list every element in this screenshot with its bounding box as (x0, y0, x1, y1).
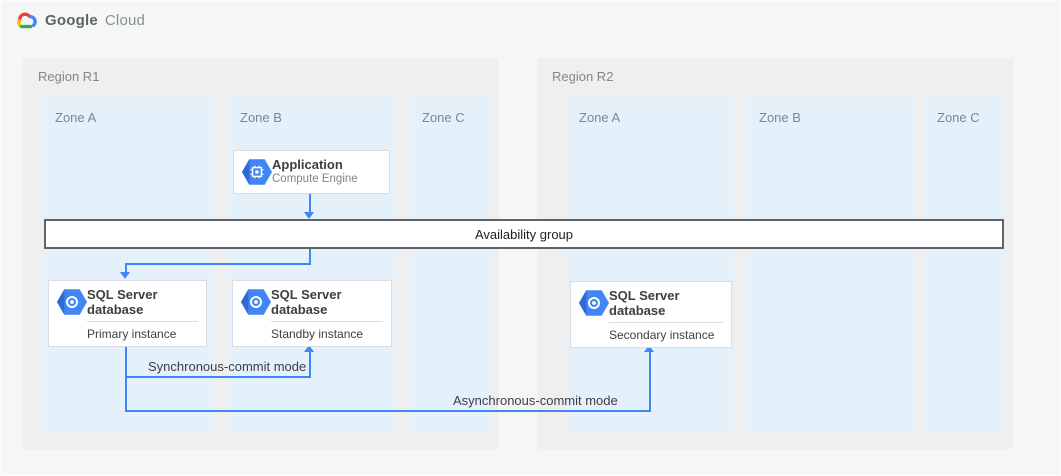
edge-async-commit (125, 410, 651, 412)
zone-label: Zone A (55, 110, 97, 125)
arrowhead-down-icon (120, 272, 130, 279)
edge-app-to-bar (309, 192, 311, 213)
sql-title-line1: SQL Server (271, 287, 342, 302)
sql-standby-node: SQL Server database Standby instance (232, 280, 392, 347)
application-title: Application (272, 157, 343, 172)
arrowhead-up-icon (644, 345, 654, 352)
edge-bar-to-primary (309, 247, 311, 264)
standby-instance-label: Standby instance (271, 327, 364, 341)
zone-label: Zone B (759, 110, 801, 125)
region-r1: Region R1 Zone A Zone B Zone C (23, 58, 499, 449)
edge-primary-out (125, 345, 127, 412)
application-subtitle: Compute Engine (272, 173, 358, 185)
logo-text-cloud: Cloud (104, 11, 146, 29)
sql-database-icon (241, 288, 271, 321)
zone-label: Zone B (240, 110, 282, 125)
edge-bar-to-primary (125, 263, 127, 273)
region-r2-label: Region R2 (552, 69, 614, 84)
compute-engine-icon (242, 158, 272, 191)
edge-async-commit (649, 352, 651, 412)
region-r1-label: Region R1 (38, 69, 100, 84)
region-r1-zone-c: Zone C (410, 97, 490, 434)
google-cloud-logo-icon (14, 10, 38, 30)
region-r1-zone-b: Zone B (228, 97, 395, 434)
sql-database-icon (579, 289, 609, 322)
sql-title-line1: SQL Server (87, 287, 158, 302)
application-node: Application Compute Engine (233, 150, 390, 194)
card-divider (87, 321, 198, 322)
region-r2-zone-c: Zone C (925, 97, 1003, 434)
region-r2-zone-b: Zone B (747, 97, 915, 434)
sync-commit-label: Synchronous-commit mode (148, 359, 307, 374)
sql-secondary-node: SQL Server database Secondary instance (570, 281, 732, 348)
zone-label: Zone A (579, 110, 621, 125)
sql-title-line2: database (87, 302, 144, 317)
edge-sync-commit (309, 352, 311, 378)
availability-group-label: Availability group (474, 226, 574, 242)
availability-group-bar: Availability group (44, 219, 1004, 249)
sql-database-icon (57, 288, 87, 321)
card-divider (271, 321, 383, 322)
sql-primary-node: SQL Server database Primary instance (48, 280, 207, 347)
logo-text-google: Google (45, 11, 98, 29)
region-r2: Region R2 Zone A Zone B Zone C (537, 58, 1013, 449)
region-r1-zone-a: Zone A (43, 97, 213, 434)
edge-bar-to-primary (126, 263, 311, 265)
arrowhead-down-icon (304, 212, 314, 219)
edge-sync-commit (125, 376, 311, 378)
google-cloud-logo: Google Cloud (14, 10, 145, 30)
zone-label: Zone C (937, 110, 980, 125)
arrowhead-up-icon (304, 345, 314, 352)
zone-label: Zone C (422, 110, 465, 125)
sql-title-line1: SQL Server (609, 288, 680, 303)
sql-title-line2: database (271, 302, 328, 317)
secondary-instance-label: Secondary instance (609, 328, 715, 342)
async-commit-label: Asynchronous-commit mode (453, 393, 618, 408)
primary-instance-label: Primary instance (87, 327, 177, 341)
sql-title-line2: database (609, 303, 666, 318)
card-divider (609, 322, 723, 323)
